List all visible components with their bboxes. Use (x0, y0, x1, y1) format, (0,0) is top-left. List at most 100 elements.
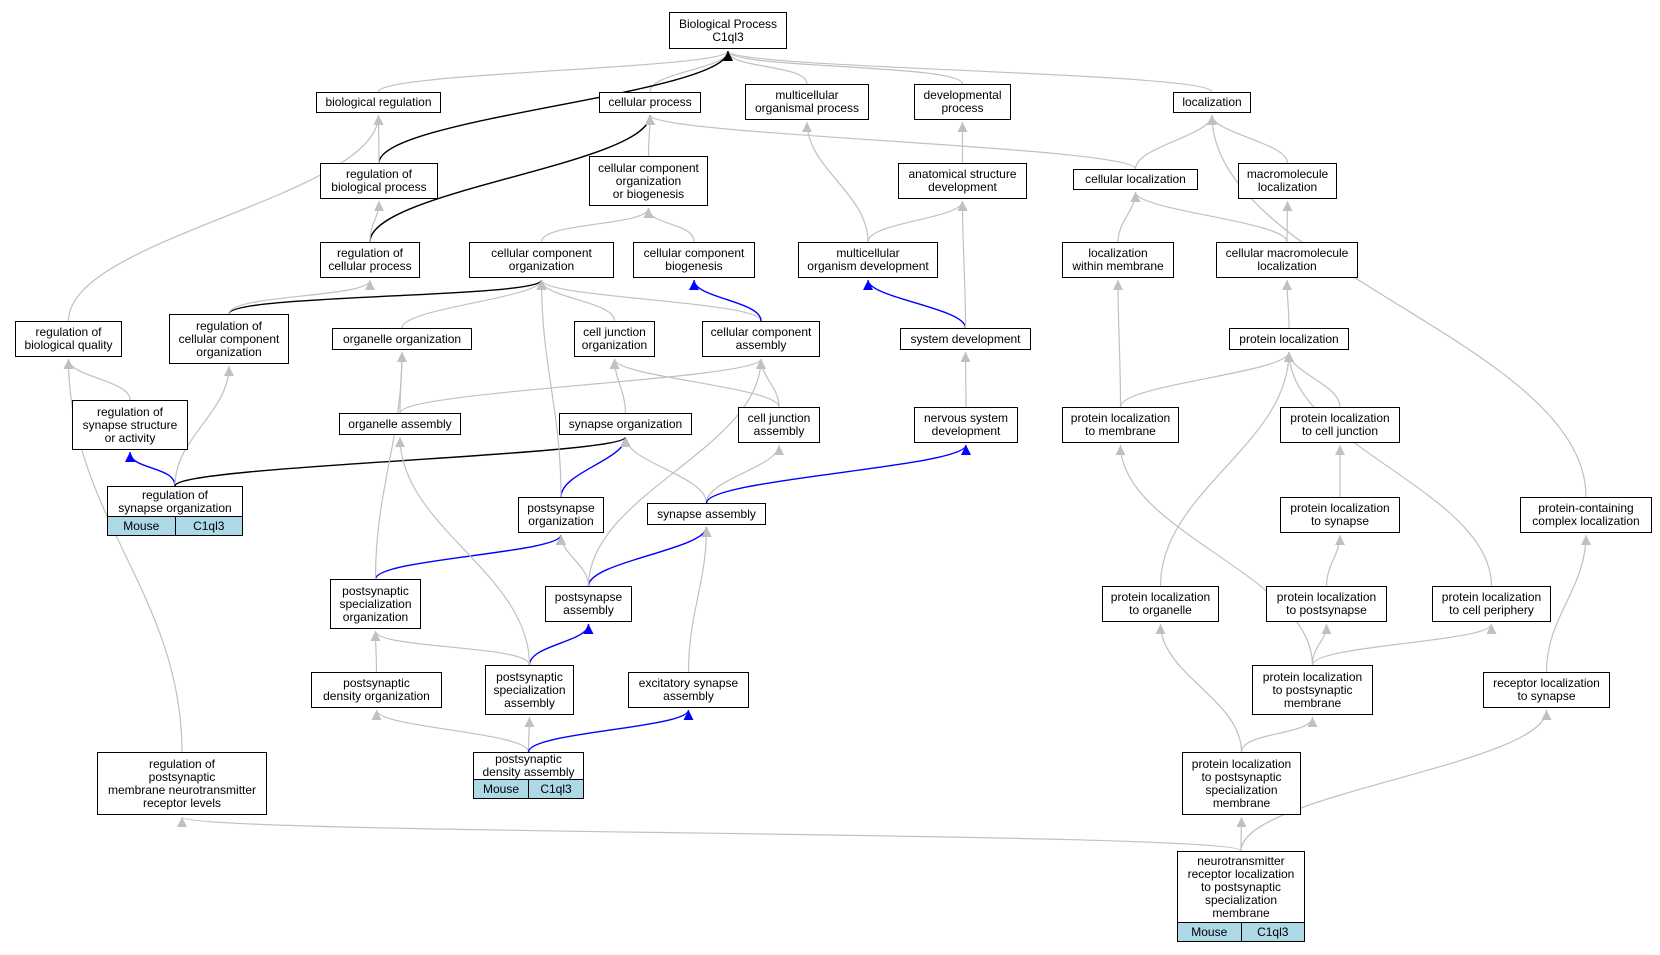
edge-regsynorg-to-synorg (174, 436, 631, 487)
edge-cjasm-to-ccasm (756, 358, 780, 408)
go-term-regcco[interactable]: regulation of cellular component organiz… (169, 314, 289, 364)
edge-psdasm-to-exsynasm (527, 709, 694, 753)
edge-nsdev-to-sysdev (960, 351, 971, 408)
edge-plpsm-to-plcp (1311, 623, 1497, 666)
go-term-multiproc[interactable]: multicellular organismal process (745, 84, 869, 120)
go-term-psasm[interactable]: postsynapse assembly (545, 586, 632, 622)
go-term-nsdev[interactable]: nervous system development (914, 407, 1018, 443)
edge-plorg-to-protloc (1159, 351, 1294, 587)
go-term-sysdev[interactable]: system development (900, 328, 1031, 350)
edge-cellproc-to-bp (649, 50, 733, 93)
go-term-cellmacroloc[interactable]: cellular macromolecule localization (1216, 242, 1358, 278)
go-term-plpssm[interactable]: protein localization to postsynaptic spe… (1182, 752, 1301, 815)
go-term-plcj[interactable]: protein localization to cell junction (1280, 407, 1400, 443)
edge-ccasm-to-cco (536, 279, 762, 322)
go-term-ccob[interactable]: cellular component organization or bioge… (589, 156, 708, 206)
go-term-ccasm[interactable]: cellular component assembly (702, 321, 820, 357)
edge-ccasm-to-ccbio (689, 279, 762, 322)
edge-localization-to-bp (723, 50, 1213, 93)
annotation-gene: C1ql3 (1240, 923, 1304, 941)
edge-psspasm-to-psasm (528, 623, 594, 666)
go-term-plps[interactable]: protein localization to postsynapse (1266, 586, 1387, 622)
go-term-protloc[interactable]: protein localization (1229, 328, 1349, 350)
go-term-recloc[interactable]: receptor localization to synapse (1483, 672, 1610, 708)
edge-psdasm-to-psspasm (524, 716, 535, 753)
go-term-plsyn[interactable]: protein localization to synapse (1280, 497, 1400, 533)
edge-devproc-to-bp (723, 50, 964, 85)
go-term-orgasm[interactable]: organelle assembly (339, 413, 461, 435)
go-term-plcp[interactable]: protein localization to cell periphery (1432, 586, 1551, 622)
go-term-synasm[interactable]: synapse assembly (647, 503, 766, 525)
go-term-pccloc[interactable]: protein-containing complex localization (1520, 497, 1652, 533)
edge-synasm-to-synorg (620, 436, 708, 504)
edge-psasm-to-psorg (556, 534, 590, 587)
go-term-bp[interactable]: Biological Process C1ql3 (669, 12, 787, 49)
edge-synasm-to-nsdev (705, 444, 971, 504)
go-term-locmem[interactable]: localization within membrane (1062, 242, 1174, 278)
go-term-psspasm[interactable]: postsynaptic specialization assembly (485, 665, 574, 715)
edge-synorg-to-cjorg (609, 358, 627, 414)
go-term-plorg[interactable]: protein localization to organelle (1102, 586, 1219, 622)
go-term-psdorg[interactable]: postsynaptic density organization (311, 672, 442, 708)
go-term-devproc[interactable]: developmental process (914, 84, 1011, 120)
edge-plmem-to-locmem (1113, 279, 1124, 408)
go-term-anatdev[interactable]: anatomical structure development (898, 163, 1027, 199)
go-term-psorg[interactable]: postsynapse organization (518, 497, 604, 533)
edge-cellmacroloc-to-cellloc (1130, 191, 1288, 243)
edge-protloc-to-cellmacroloc (1282, 279, 1293, 329)
go-term-cjasm[interactable]: cell junction assembly (738, 407, 820, 443)
go-term-ntrloc[interactable]: neurotransmitter receptor localization t… (1177, 851, 1305, 922)
go-term-exsynasm[interactable]: excitatory synapse assembly (628, 672, 749, 708)
go-term-cellproc[interactable]: cellular process (599, 92, 701, 113)
edge-regcellproc-to-cellproc (369, 114, 655, 243)
edge-psspasm-to-orgasm (395, 436, 531, 666)
go-term-plmem[interactable]: protein localization to membrane (1062, 407, 1179, 443)
edge-plpssm-to-plorg (1155, 623, 1243, 753)
edge-psspasm-to-pssporg (370, 630, 531, 666)
go-term-cellloc[interactable]: cellular localization (1073, 169, 1198, 190)
go-term-regsynstruct[interactable]: regulation of synapse structure or activ… (72, 400, 188, 450)
go-term-bioreg[interactable]: biological regulation (316, 92, 441, 113)
go-term-regbioproc[interactable]: regulation of biological process (320, 163, 438, 199)
go-term-localization[interactable]: localization (1173, 92, 1251, 113)
edge-multidev-to-multiproc (802, 121, 869, 243)
go-term-regbioqual[interactable]: regulation of biological quality (15, 321, 122, 357)
edge-regbioproc-to-bp (378, 50, 733, 164)
go-term-macroloc[interactable]: macromolecule localization (1238, 163, 1337, 199)
go-term-ccbio[interactable]: cellular component biogenesis (633, 242, 755, 278)
go-term-orgorg[interactable]: organelle organization (332, 328, 472, 350)
edge-psorg-to-cco (536, 279, 562, 498)
edge-recloc-to-pccloc (1545, 534, 1591, 673)
go-term-pssporg[interactable]: postsynaptic specialization organization (330, 579, 421, 629)
edge-regsynstruct-to-regbioqual (63, 358, 131, 401)
edge-cellloc-to-cellproc (645, 114, 1137, 170)
go-term-cjorg[interactable]: cell junction organization (574, 321, 655, 357)
go-term-regpsmnt[interactable]: regulation of postsynaptic membrane neur… (97, 752, 267, 815)
edge-bioreg-to-bp (377, 50, 733, 93)
edge-ntrloc-to-regpsmnt (177, 816, 1242, 852)
edge-regcellproc-to-regbioproc (369, 200, 384, 243)
annotation-species: Mouse (474, 780, 528, 798)
edge-regbioproc-to-bioreg (373, 114, 384, 164)
go-term-cco[interactable]: cellular component organization (469, 242, 614, 278)
edge-psdorg-to-pssporg (370, 630, 381, 673)
go-term-psdasm[interactable]: postsynaptic density assembly (473, 752, 584, 779)
edge-plpssm-to-plpsm (1240, 716, 1318, 753)
edge-cellmacroloc-to-macroloc (1282, 200, 1293, 243)
edge-regbioqual-to-bioreg (67, 114, 384, 322)
edge-sysdev-to-anatdev (957, 200, 968, 329)
edge-regsynorg-to-regsynstruct (125, 451, 176, 487)
edge-orgorg-to-cco (401, 279, 547, 329)
go-term-multidev[interactable]: multicellular organism development (798, 242, 938, 278)
edge-ntrloc-to-recloc (1240, 709, 1552, 852)
go-term-plpsm[interactable]: protein localization to postsynaptic mem… (1252, 665, 1373, 715)
go-term-synorg[interactable]: synapse organization (559, 413, 692, 435)
go-term-regsynorg[interactable]: regulation of synapse organization (107, 486, 243, 516)
go-term-regcellproc[interactable]: regulation of cellular process (320, 242, 420, 278)
annotation-gene: C1ql3 (174, 517, 242, 535)
edge-cjasm-to-cjorg (609, 358, 780, 408)
